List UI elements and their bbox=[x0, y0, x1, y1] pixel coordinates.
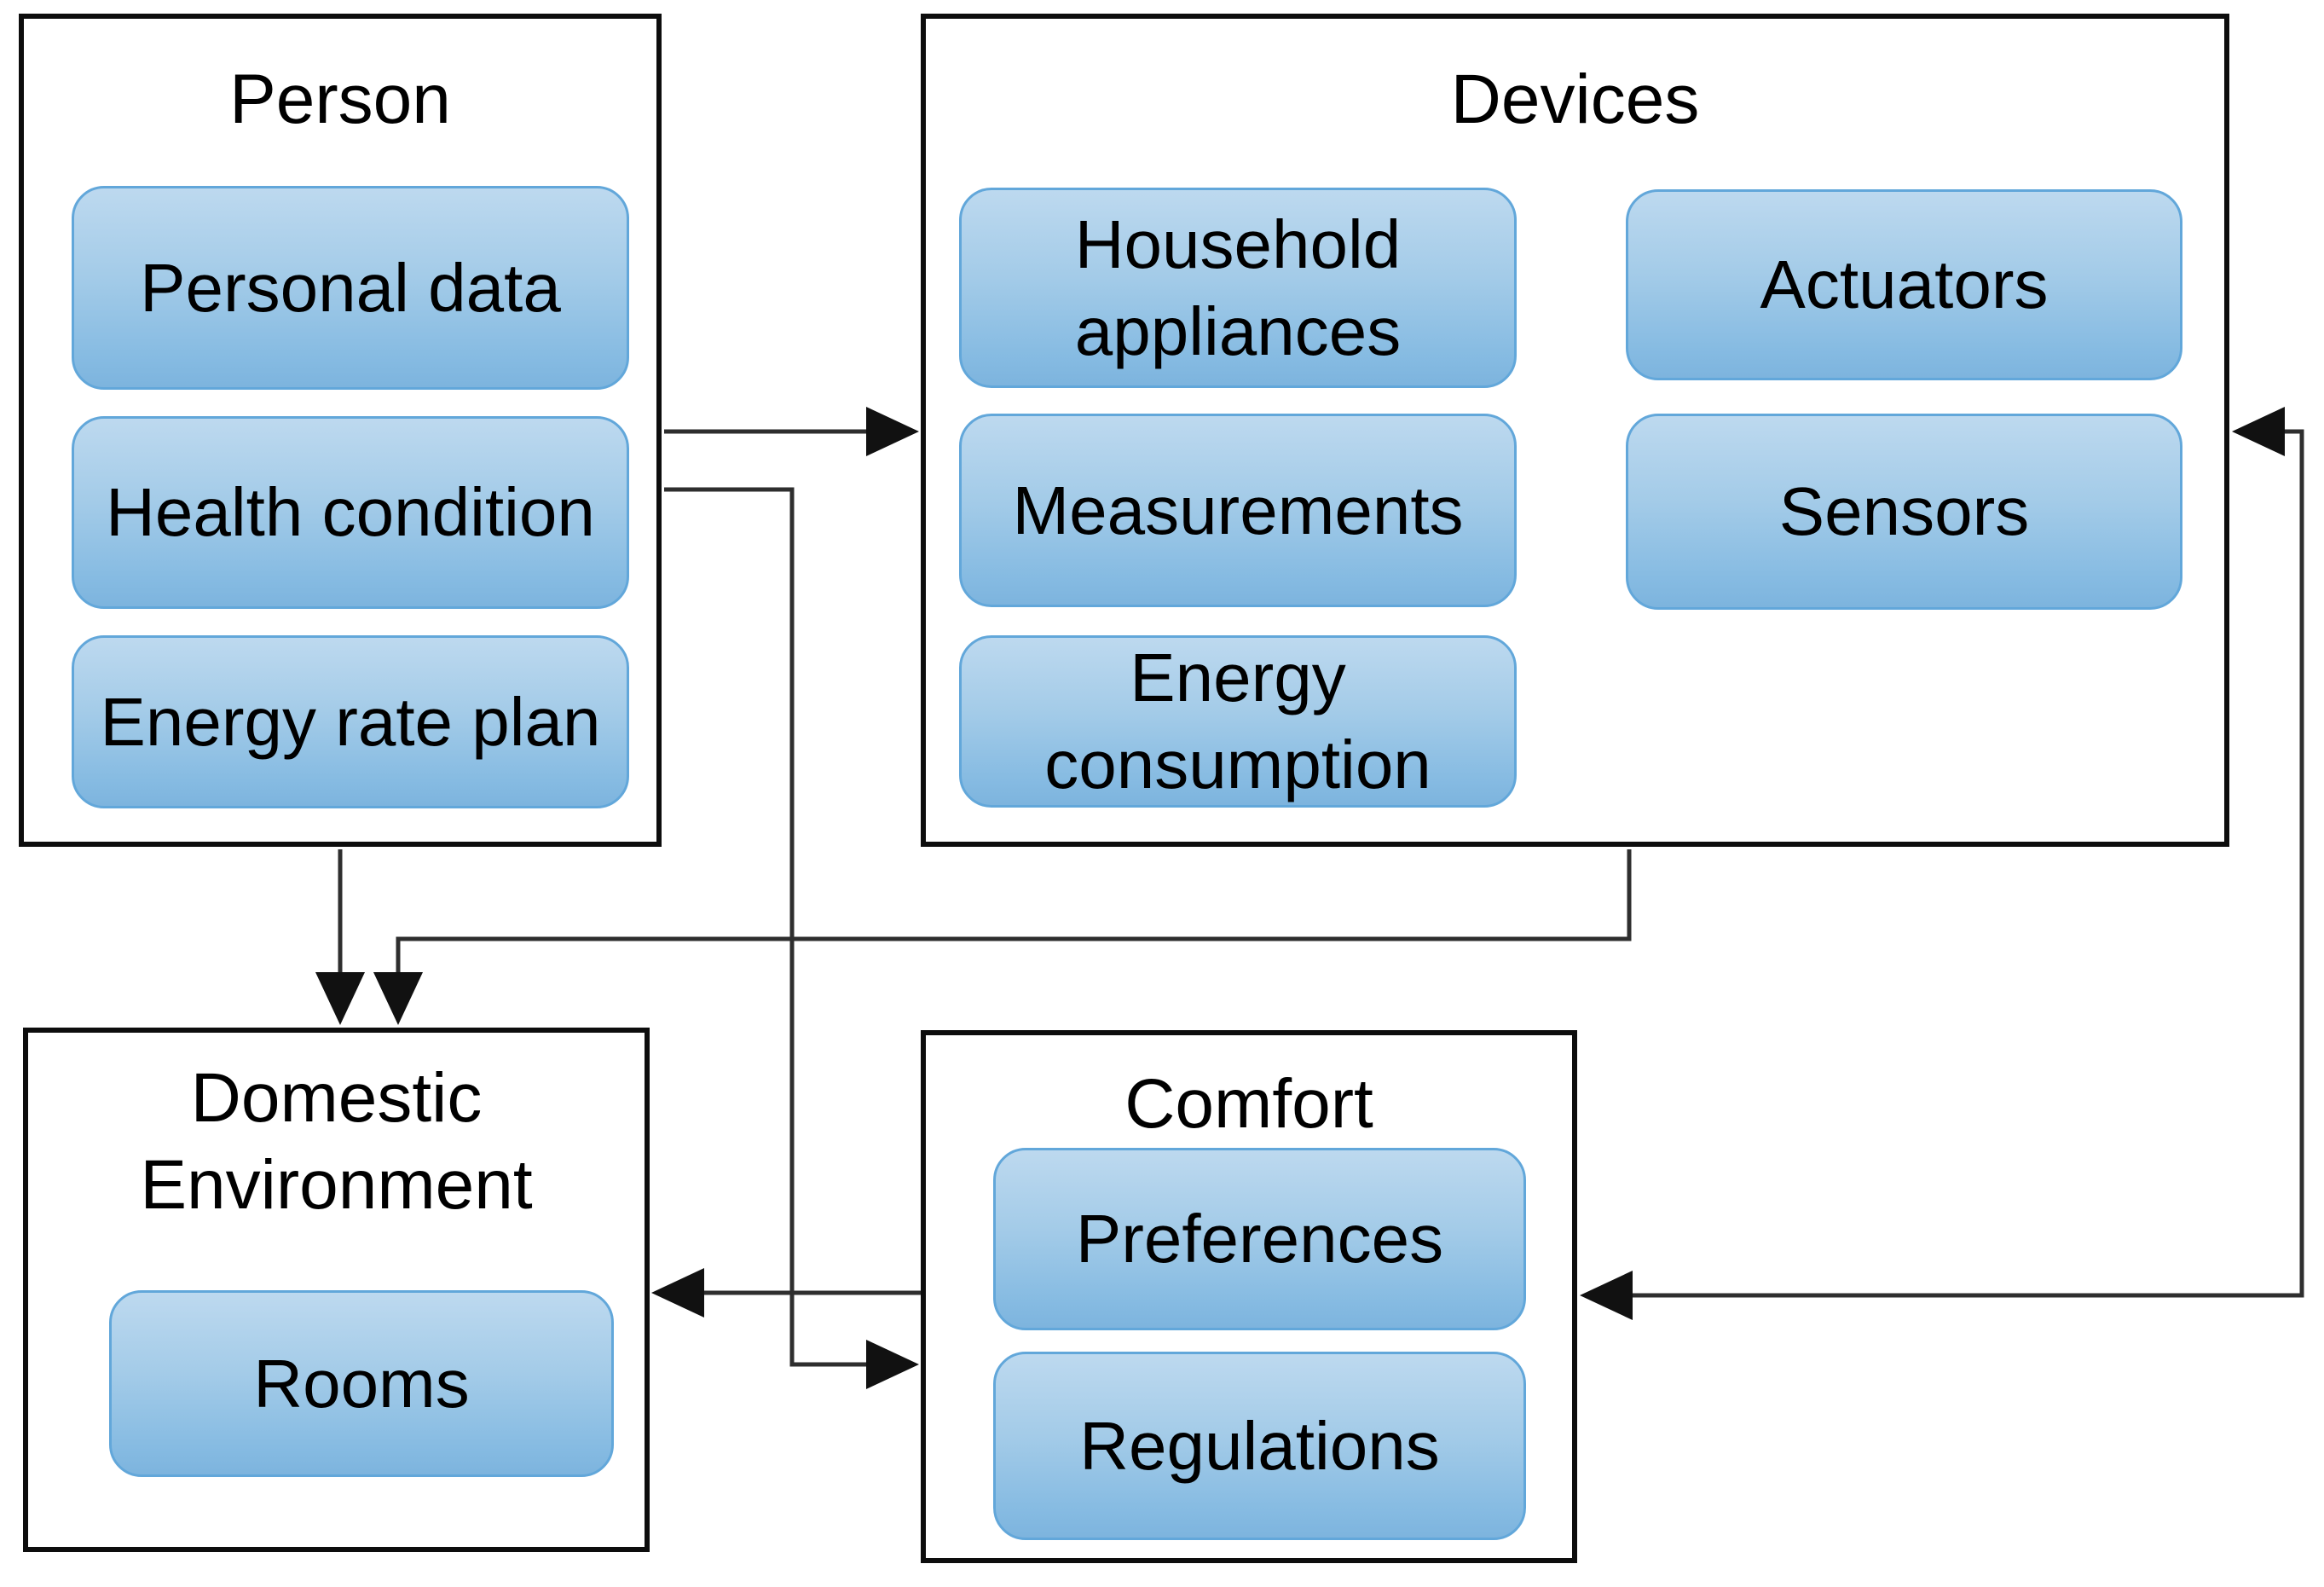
node-energy-consumption: Energy consumption bbox=[959, 635, 1517, 808]
node-preferences-label: Preferences bbox=[1075, 1201, 1444, 1277]
arrowhead-into-devices-right bbox=[2232, 407, 2285, 456]
node-energy-rate-plan: Energy rate plan bbox=[72, 635, 629, 808]
node-measurements: Measurements bbox=[959, 414, 1517, 607]
node-energy-rate-plan-label: Energy rate plan bbox=[100, 683, 601, 760]
devices-group-title: Devices bbox=[1450, 61, 1700, 138]
node-rooms-label: Rooms bbox=[253, 1345, 470, 1422]
node-sensors-label: Sensors bbox=[1778, 473, 2030, 549]
node-rooms: Rooms bbox=[109, 1290, 614, 1477]
arrowhead-devices-to-domestic bbox=[373, 972, 423, 1025]
node-energy-consumption-label: Energy consumption bbox=[1044, 640, 1431, 802]
node-personal-data: Personal data bbox=[72, 186, 629, 390]
node-health-condition: Health condition bbox=[72, 416, 629, 609]
node-actuators: Actuators bbox=[1626, 189, 2182, 380]
node-health-condition-label: Health condition bbox=[106, 474, 595, 550]
node-personal-data-label: Personal data bbox=[140, 249, 561, 326]
node-household-appliances-label: Household appliances bbox=[1074, 206, 1402, 369]
node-regulations-label: Regulations bbox=[1079, 1407, 1440, 1484]
node-actuators-label: Actuators bbox=[1760, 246, 2049, 322]
node-measurements-label: Measurements bbox=[1012, 472, 1464, 548]
arrowhead-person-to-devices bbox=[866, 407, 919, 456]
node-household-appliances: Household appliances bbox=[959, 188, 1517, 388]
arrowhead-person-to-comfort bbox=[866, 1340, 919, 1389]
comfort-group-title: Comfort bbox=[1124, 1065, 1373, 1143]
edge-devices-to-domestic bbox=[396, 849, 1632, 977]
person-group-title: Person bbox=[229, 61, 451, 138]
edge-person-to-comfort bbox=[664, 487, 871, 1367]
arrowhead-person-to-domestic bbox=[315, 972, 365, 1025]
node-preferences: Preferences bbox=[993, 1148, 1526, 1330]
domestic-environment-group-title: Domestic Environment bbox=[140, 1059, 533, 1224]
node-sensors: Sensors bbox=[1626, 414, 2182, 610]
node-regulations: Regulations bbox=[993, 1352, 1526, 1540]
arrowhead-comfort-to-domestic bbox=[651, 1268, 704, 1318]
arrowhead-into-comfort-right bbox=[1580, 1271, 1633, 1320]
